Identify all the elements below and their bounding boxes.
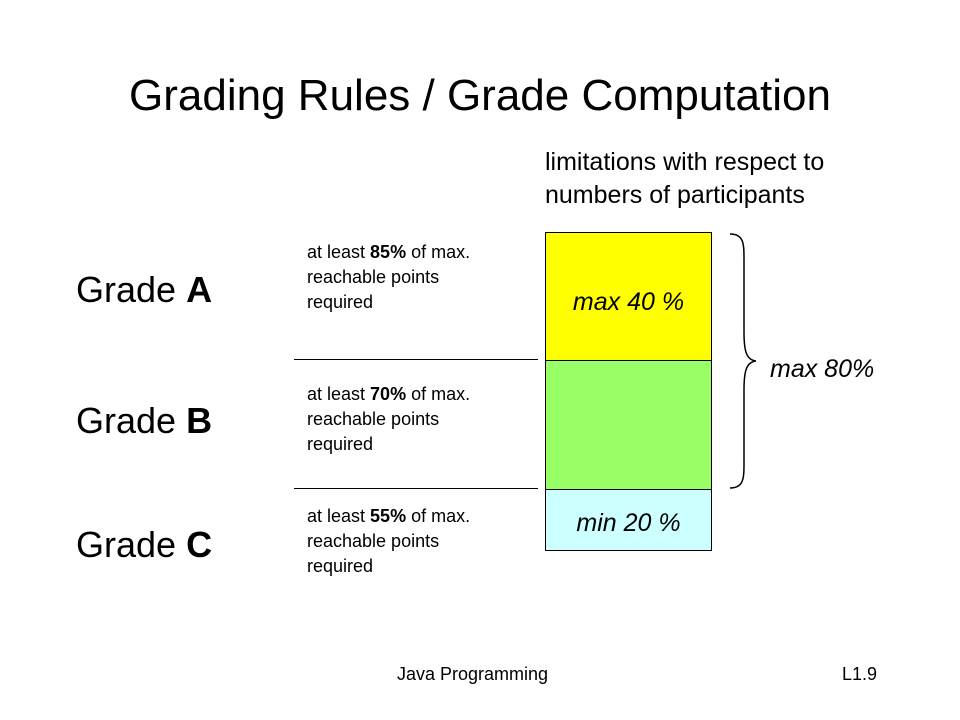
- box-a-label: max 40 %: [572, 288, 685, 316]
- footer-slide-number: L1.9: [842, 664, 878, 684]
- grade-c-requirement: at least 55% of max. reachable points re…: [307, 504, 547, 579]
- slide-title: Grading Rules / Grade Computation: [129, 71, 831, 120]
- requirement-line-3: required: [307, 292, 374, 312]
- grade-prefix: Grade: [76, 269, 187, 310]
- box-grade-a: max 40 %: [545, 232, 712, 360]
- grade-letter: C: [186, 524, 213, 565]
- requirement-line-1: at least 55% of max.: [307, 506, 471, 526]
- requirement-line-2: reachable points: [307, 267, 440, 287]
- grade-letter: A: [186, 269, 213, 310]
- grade-b-requirement: at least 70% of max. reachable points re…: [307, 382, 547, 457]
- requirement-line-2: reachable points: [307, 409, 440, 429]
- requirement-line-1: at least 70% of max.: [307, 384, 471, 404]
- requirement-line-3: required: [307, 434, 374, 454]
- brace-label: max 80%: [770, 355, 875, 383]
- grade-a-label: Grade A: [76, 270, 212, 310]
- grade-b-label: Grade B: [76, 401, 212, 441]
- curly-brace-icon: [729, 233, 757, 489]
- footer-course: Java Programming: [397, 664, 549, 684]
- box-grade-b: [545, 360, 712, 489]
- limitations-line-2: numbers of participants: [545, 181, 805, 209]
- grade-prefix: Grade: [76, 400, 187, 441]
- box-c-label: min 20 %: [576, 509, 681, 537]
- requirement-line-1: at least 85% of max.: [307, 242, 471, 262]
- separator-a-b: [294, 359, 538, 360]
- separator-b-c: [294, 488, 538, 489]
- grade-prefix: Grade: [76, 524, 187, 565]
- box-grade-c: min 20 %: [545, 489, 712, 551]
- requirement-line-3: required: [307, 556, 374, 576]
- limitations-line-1: limitations with respect to: [545, 148, 825, 176]
- limitations-heading: limitations with respect to numbers of p…: [545, 146, 945, 212]
- grade-a-requirement: at least 85% of max. reachable points re…: [307, 240, 547, 315]
- grade-c-label: Grade C: [76, 525, 212, 565]
- requirement-line-2: reachable points: [307, 531, 440, 551]
- grade-letter: B: [186, 400, 213, 441]
